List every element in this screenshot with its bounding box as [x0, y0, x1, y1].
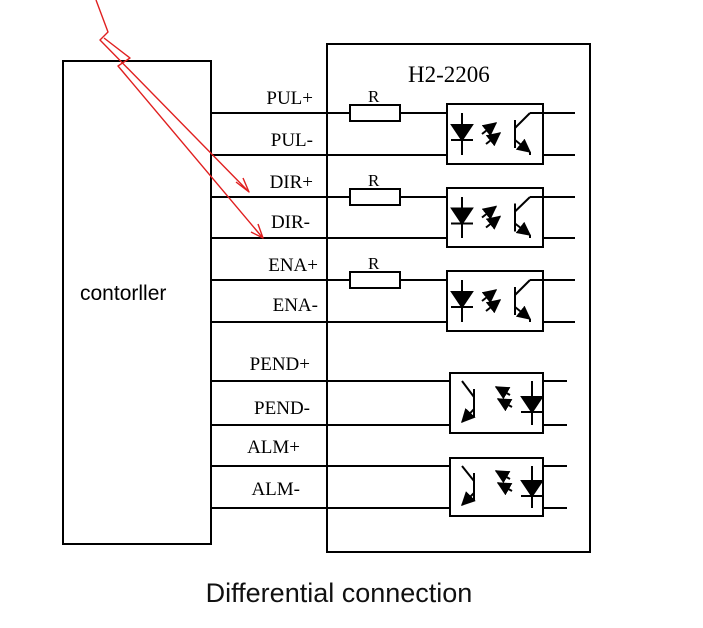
signal-label-enaminus: ENA-	[273, 295, 318, 316]
input-optocouplers	[446, 103, 575, 332]
resistors: R R R	[349, 87, 401, 289]
annotation-arrows	[95, 0, 264, 239]
driver-box	[326, 43, 591, 553]
controller-label: contorller	[80, 282, 166, 305]
optocoupler	[446, 187, 575, 248]
resistor	[349, 188, 401, 206]
optocoupler	[446, 103, 575, 165]
optocoupler	[449, 457, 544, 517]
resistor	[349, 271, 401, 289]
optocoupler	[446, 270, 575, 332]
signal-label-pendplus: PEND+	[250, 354, 310, 375]
signal-label-dirminus: DIR-	[271, 212, 310, 233]
signal-label-pulplus: PUL+	[266, 88, 313, 109]
signal-label-enaplus: ENA+	[268, 255, 318, 276]
signal-label-pendminus: PEND-	[254, 398, 310, 419]
signal-label-dirplus: DIR+	[270, 172, 313, 193]
resistor-label: R	[368, 171, 380, 190]
signal-label-almplus: ALM+	[247, 437, 300, 458]
controller-box	[62, 60, 212, 545]
driver-label: H2-2206	[408, 62, 490, 87]
signal-label-almminus: ALM-	[251, 479, 300, 500]
annotation-arrow-dir-plus	[95, 0, 250, 193]
resistor-label: R	[368, 87, 380, 106]
annotation-arrow-dir-minus	[103, 37, 264, 239]
optocoupler	[449, 372, 544, 434]
resistor-label: R	[368, 254, 380, 273]
diagram-caption: Differential connection	[205, 578, 473, 608]
signal-label-pulminus: PUL-	[271, 130, 313, 151]
resistor	[349, 104, 401, 122]
output-optocouplers	[449, 372, 544, 517]
signal-labels: PUL+ PUL- DIR+ DIR- ENA+ ENA- PEND+ PEND- ALM+ AL…	[247, 88, 318, 500]
